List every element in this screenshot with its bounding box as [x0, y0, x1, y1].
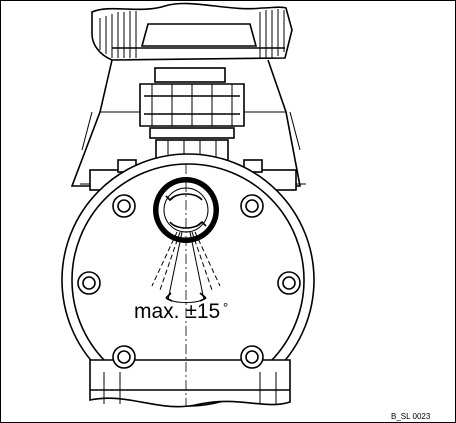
union-nut	[139, 67, 245, 163]
swing-range-lines	[151, 231, 221, 303]
degree-symbol: °	[223, 300, 229, 315]
drawing-code: B_SL 0023	[391, 412, 431, 421]
bolt-holes	[77, 194, 301, 369]
top-cap	[91, 2, 293, 61]
swing-angle-label: max. ±15	[134, 300, 221, 323]
bottom-section	[89, 359, 291, 408]
